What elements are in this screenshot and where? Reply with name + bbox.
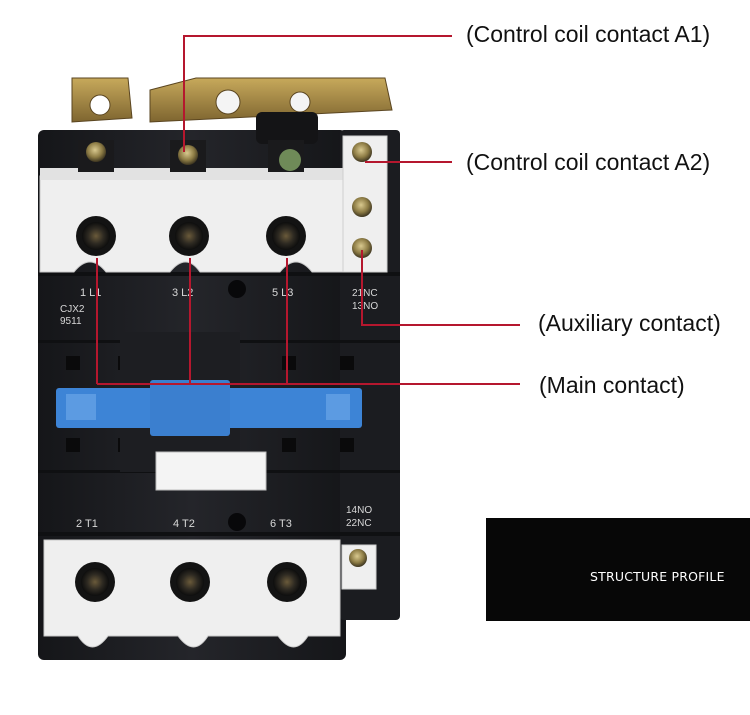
top-main-terminals xyxy=(76,216,306,256)
terminal-label-1l1: 1 L1 xyxy=(80,287,101,299)
mounting-bracket xyxy=(71,77,393,123)
terminal-label-2t1: 2 T1 xyxy=(76,518,98,530)
model-label-line2: 9511 xyxy=(60,316,82,327)
aux-label-14no: 14NO xyxy=(346,505,372,516)
callout-main-contact: (Main contact) xyxy=(539,372,685,398)
auxiliary-block xyxy=(342,135,388,273)
leader-line-a1 xyxy=(183,35,452,152)
blue-actuator xyxy=(56,332,362,491)
callout-coil-a1: (Control coil contact A1) xyxy=(466,21,711,47)
structure-profile-label: STRUCTURE PROFILE xyxy=(590,569,725,584)
bottom-terminal-cover xyxy=(43,539,377,648)
terminal-label-3l2: 3 L2 xyxy=(172,287,193,299)
leader-line-main xyxy=(96,258,520,385)
structure-profile-panel xyxy=(486,518,750,621)
terminal-label-4t2: 4 T2 xyxy=(173,518,195,530)
leader-line-auxiliary xyxy=(361,250,520,326)
callout-coil-a2: (Control coil contact A2) xyxy=(466,149,711,175)
top-coil-screws xyxy=(78,140,304,172)
terminal-label-6t3: 6 T3 xyxy=(270,518,292,530)
model-label-line1: CJX2 xyxy=(60,304,85,315)
aux-label-22nc: 22NC xyxy=(346,518,372,529)
aux-label-21nc: 21NC xyxy=(352,288,378,299)
leader-lines xyxy=(96,35,520,385)
callout-auxiliary-contact: (Auxiliary contact) xyxy=(538,310,721,336)
aux-label-13no: 13NO xyxy=(352,301,378,312)
terminal-label-5l3: 5 L3 xyxy=(272,287,293,299)
